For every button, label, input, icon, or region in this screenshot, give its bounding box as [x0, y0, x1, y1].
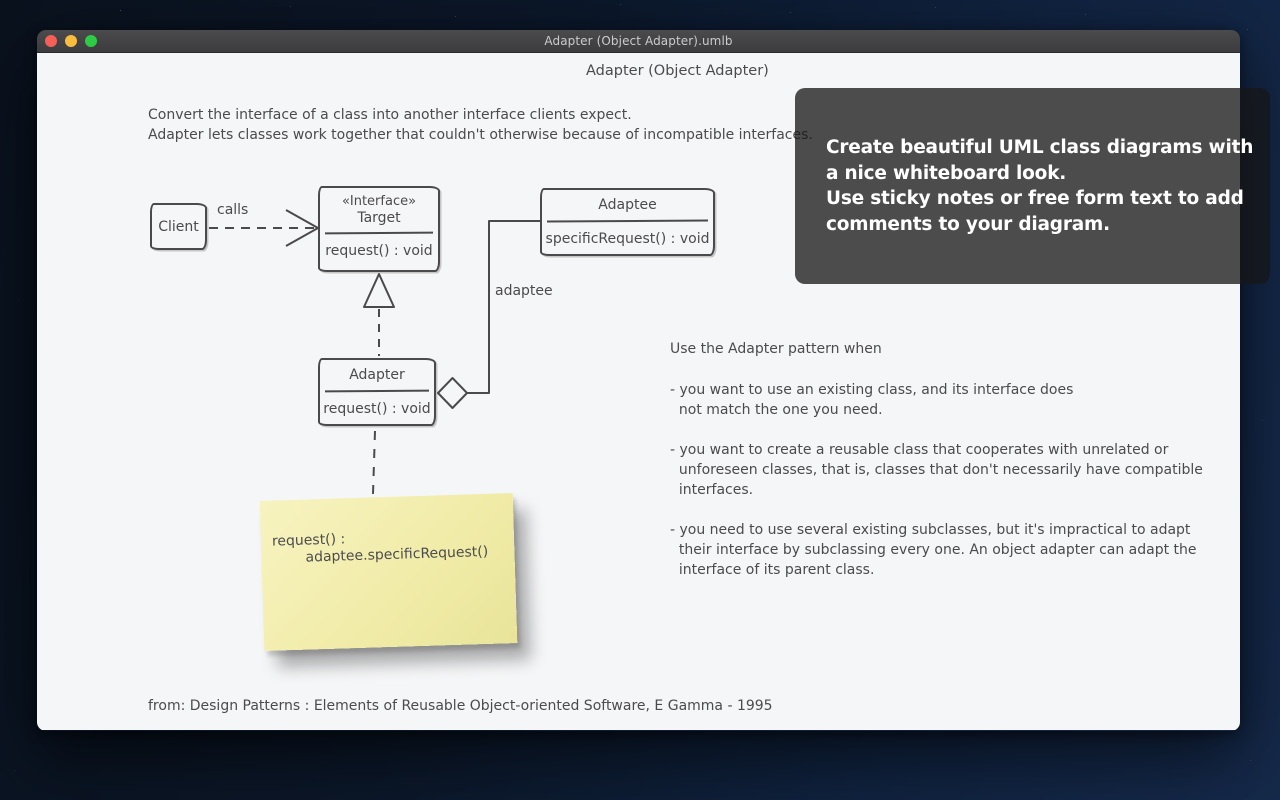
aggregation-diamond-icon [437, 377, 468, 409]
usage-bullet: - you want to create a reusable class th… [670, 442, 1203, 498]
minimize-button[interactable] [65, 35, 77, 47]
zoom-button[interactable] [85, 35, 97, 47]
class-name: Adapter [349, 367, 405, 383]
adapter-note-link-line[interactable] [372, 430, 376, 495]
usage-heading: Use the Adapter pattern when [670, 341, 882, 357]
help-tooltip-line: Create beautiful UML class diagrams with [826, 137, 1254, 158]
class-box-client[interactable]: Client [150, 203, 207, 250]
compartment-divider [324, 231, 434, 235]
window-controls [45, 35, 97, 47]
window-title: Adapter (Object Adapter).umlb [544, 34, 733, 48]
class-box-adapter[interactable]: Adapter request() : void [318, 358, 436, 426]
citation-text[interactable]: from: Design Patterns : Elements of Reus… [148, 698, 773, 714]
usage-text-block[interactable]: Use the Adapter pattern when - you want … [670, 339, 1203, 600]
help-tooltip-line: Use sticky notes or free form text to ad… [826, 188, 1244, 209]
help-tooltip: Create beautiful UML class diagrams with… [795, 88, 1270, 284]
intent-line: Adapter lets classes work together that … [148, 127, 813, 143]
method-label: specificRequest() : void [545, 231, 710, 247]
method-label: request() : void [325, 243, 433, 259]
window-titlebar[interactable]: Adapter (Object Adapter).umlb [37, 30, 1240, 53]
help-tooltip-line: comments to your diagram. [826, 213, 1110, 235]
class-name: Target [357, 210, 401, 226]
class-name: Adaptee [598, 197, 657, 213]
open-arrowhead-icon [285, 209, 319, 247]
close-button[interactable] [45, 35, 57, 47]
compartment-divider [324, 389, 430, 393]
method-label: request() : void [323, 401, 431, 417]
class-name: Client [158, 218, 199, 235]
pattern-intent-text[interactable]: Convert the interface of a class into an… [148, 105, 813, 145]
sticky-note[interactable]: request() : adaptee.specificRequest() [259, 493, 518, 651]
class-box-adaptee[interactable]: Adaptee specificRequest() : void [540, 188, 715, 256]
stereotype-label: «Interface» [341, 194, 417, 209]
intent-line: Convert the interface of a class into an… [148, 107, 632, 123]
adapter-adaptee-association-line[interactable] [467, 220, 540, 394]
wallpaper-stars [0, 0, 1, 1]
usage-bullet: - you need to use several existing subcl… [670, 522, 1197, 578]
compartment-divider [546, 219, 709, 223]
board-title[interactable]: Adapter (Object Adapter) [586, 63, 769, 79]
usage-bullet: - you want to use an existing class, and… [670, 382, 1074, 418]
edge-label-adaptee-role[interactable]: adaptee [495, 283, 553, 299]
generalization-triangle-icon [363, 273, 395, 308]
class-box-target[interactable]: «Interface» Target request() : void [318, 186, 440, 272]
edge-label-calls[interactable]: calls [217, 202, 249, 218]
help-tooltip-line: a nice whiteboard look. [826, 162, 1067, 184]
